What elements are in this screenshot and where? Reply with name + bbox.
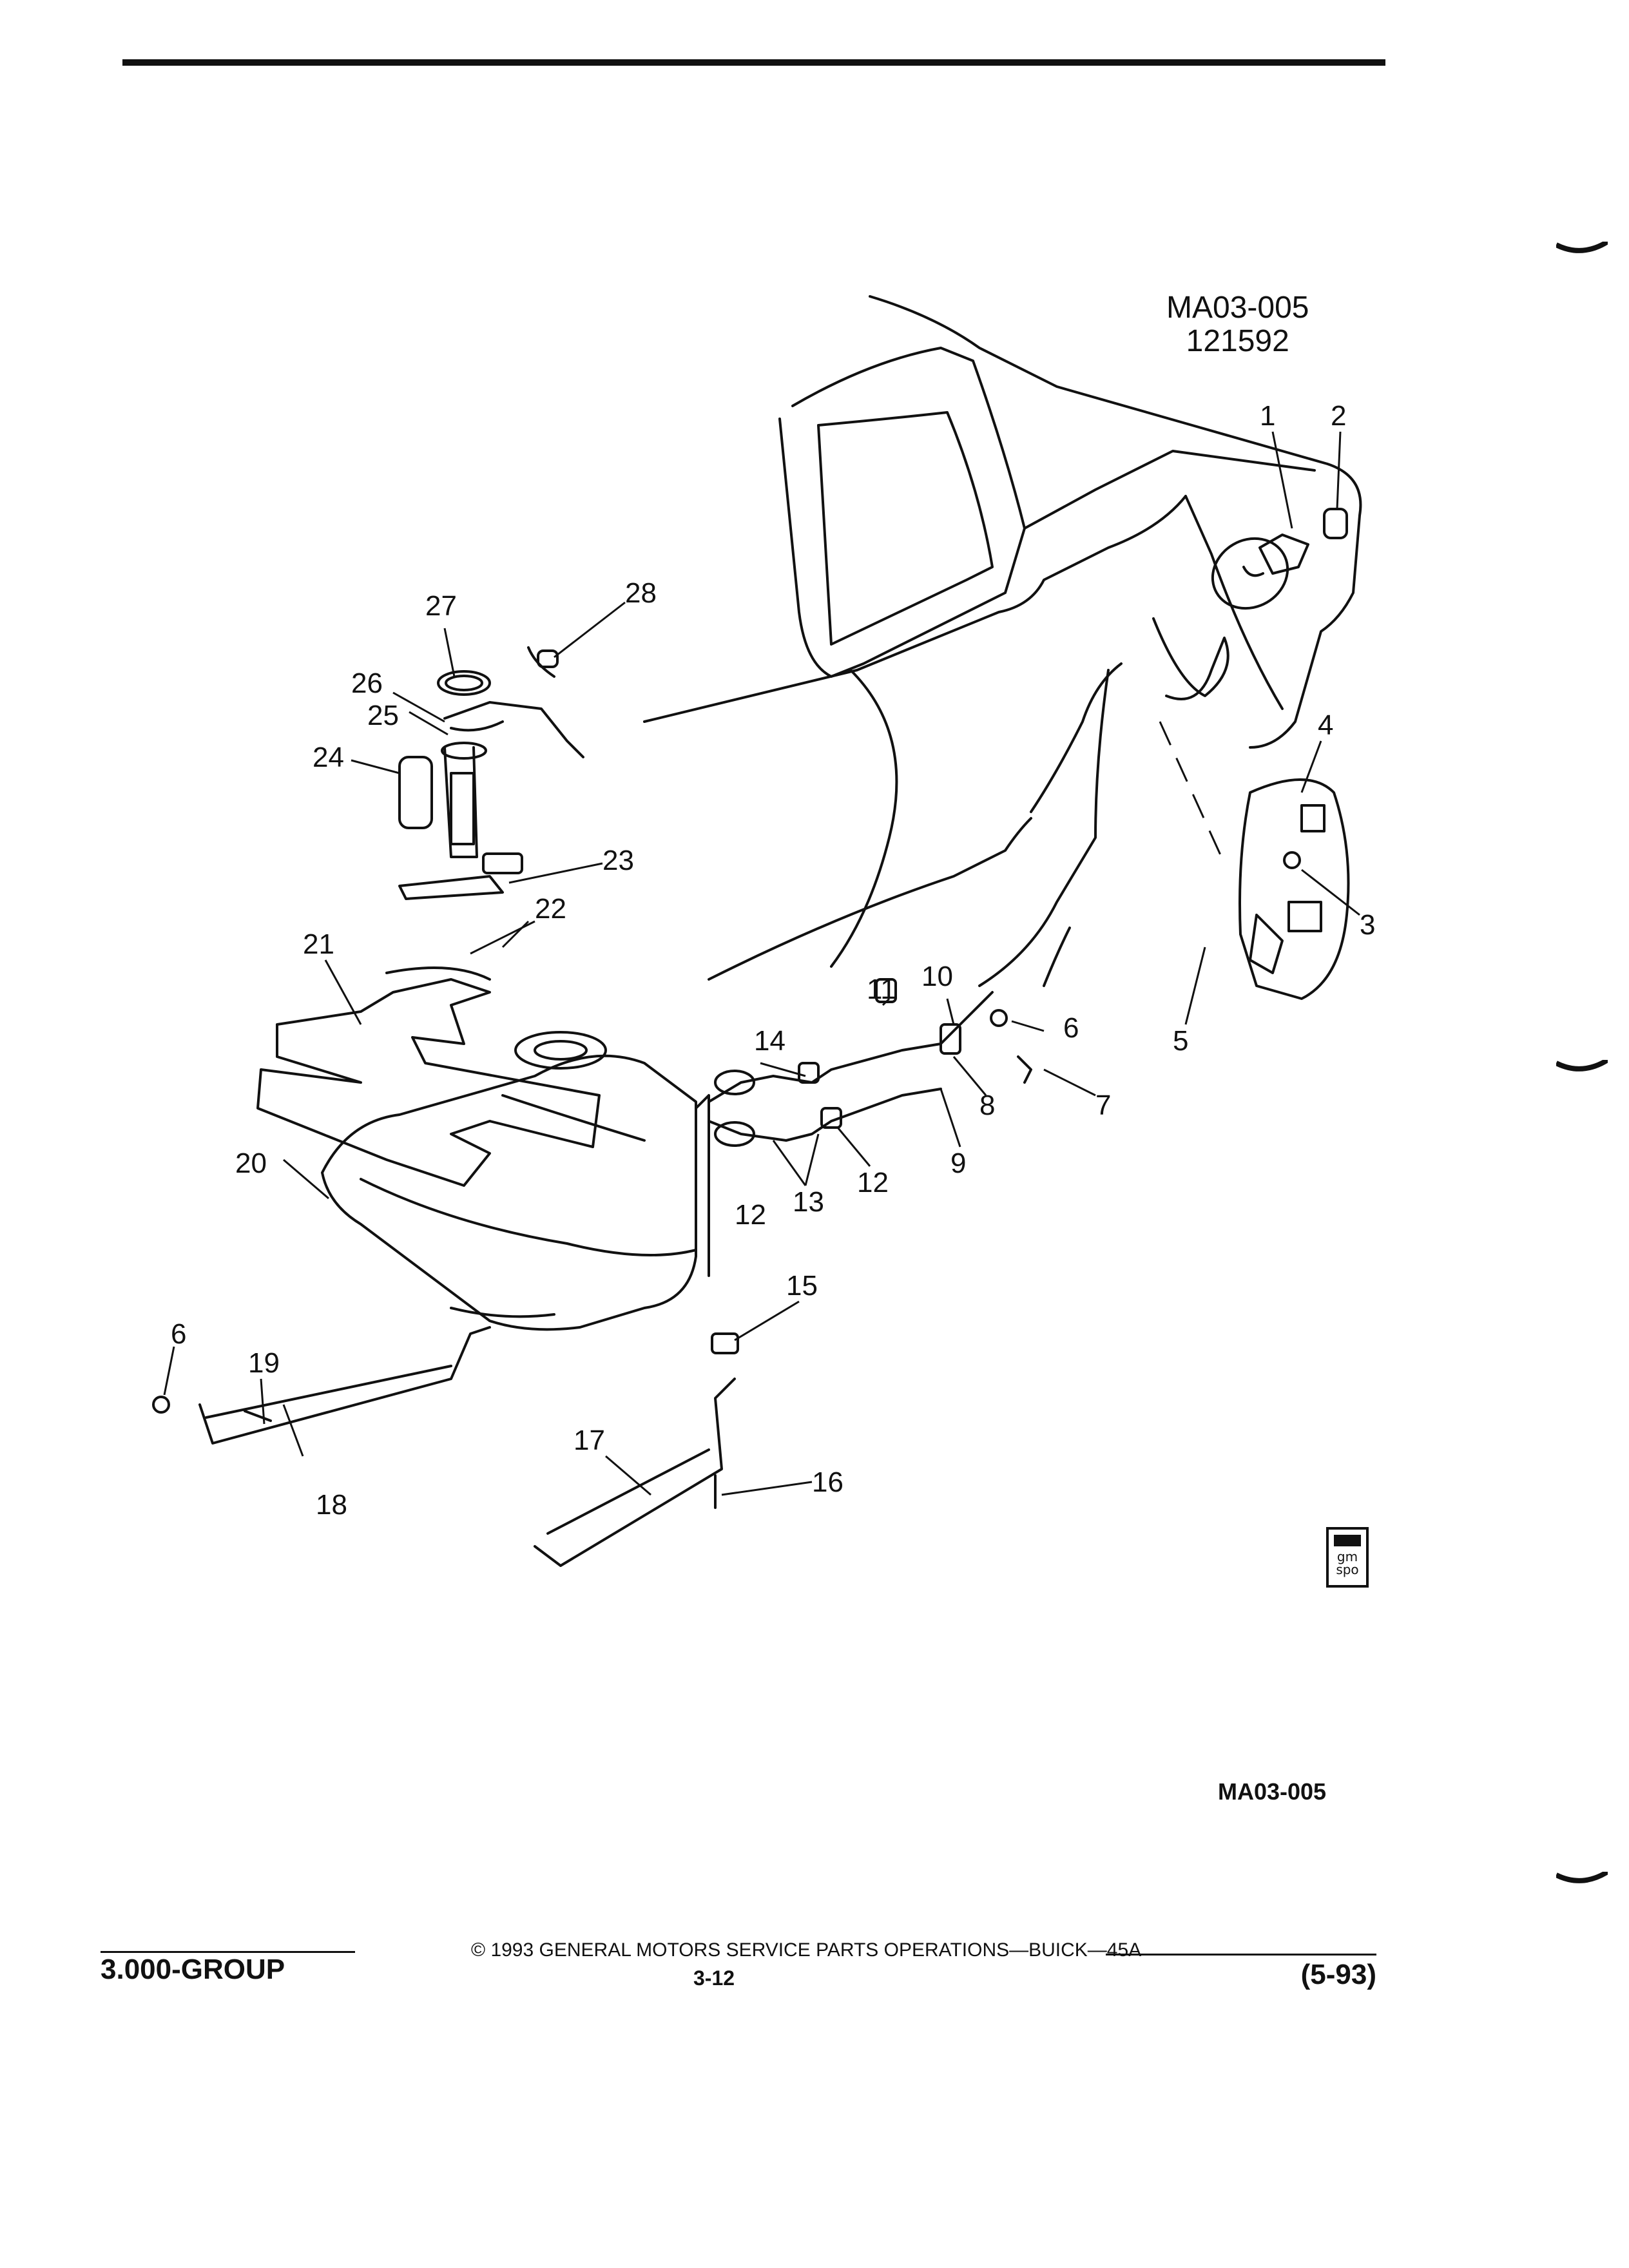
gm-spo-logo: gm spo bbox=[1326, 1527, 1369, 1588]
callout-6-left: 6 bbox=[171, 1318, 186, 1350]
callout-7: 7 bbox=[1095, 1090, 1111, 1121]
heat-shield bbox=[256, 966, 601, 1187]
top-rule bbox=[122, 59, 1385, 66]
callout-17: 17 bbox=[574, 1425, 605, 1456]
callout-20: 20 bbox=[235, 1148, 267, 1179]
callout-10: 10 bbox=[921, 961, 953, 992]
fuel-lines bbox=[708, 978, 1032, 1147]
callout-12-left: 12 bbox=[735, 1199, 766, 1231]
figure-id: MA03-005 bbox=[1166, 291, 1309, 325]
footer-page-number: 3-12 bbox=[693, 1966, 735, 1990]
callout-1: 1 bbox=[1260, 400, 1275, 432]
callout-4: 4 bbox=[1318, 709, 1333, 741]
tank-straps bbox=[152, 1326, 739, 1567]
binder-mark-1 bbox=[1556, 242, 1608, 253]
binder-mark-2 bbox=[1556, 1060, 1608, 1072]
callout-23: 23 bbox=[602, 845, 634, 876]
callout-15: 15 bbox=[786, 1270, 818, 1302]
leader-lines bbox=[163, 431, 1360, 1496]
callout-25: 25 bbox=[367, 700, 399, 731]
fender-panel bbox=[1239, 778, 1350, 1000]
callout-8: 8 bbox=[979, 1090, 995, 1121]
callout-12-right: 12 bbox=[857, 1167, 889, 1198]
callout-13: 13 bbox=[793, 1186, 824, 1218]
fuel-tank bbox=[321, 1031, 710, 1331]
bottom-figure-ref: MA03-005 bbox=[1218, 1778, 1327, 1805]
car-body-outline bbox=[643, 295, 1362, 987]
fuel-filler-parts bbox=[1242, 508, 1348, 577]
callout-19: 19 bbox=[248, 1347, 280, 1379]
callout-3: 3 bbox=[1360, 909, 1375, 941]
callout-labels: 1 2 3 4 5 6 7 8 9 10 11 12 12 13 14 15 1… bbox=[171, 400, 1375, 1521]
callout-14: 14 bbox=[754, 1025, 786, 1057]
figure-number: 121592 bbox=[1186, 324, 1289, 358]
callout-21: 21 bbox=[303, 928, 334, 960]
page-footer: © 1993 GENERAL MOTORS SERVICE PARTS OPER… bbox=[101, 1939, 1376, 1997]
footer-group: 3.000-GROUP bbox=[101, 1954, 285, 1985]
callout-9: 9 bbox=[950, 1148, 966, 1179]
binder-mark-3 bbox=[1556, 1872, 1608, 1883]
callout-11: 11 bbox=[867, 974, 896, 1005]
figure-id-block: MA03-005 121592 bbox=[1166, 291, 1309, 358]
gm-logo-text: gm spo bbox=[1336, 1549, 1359, 1577]
callout-26: 26 bbox=[351, 668, 383, 699]
callout-27: 27 bbox=[425, 590, 457, 622]
callout-16: 16 bbox=[812, 1466, 843, 1498]
callout-28: 28 bbox=[625, 577, 657, 609]
footer-rule-right bbox=[1106, 1954, 1376, 1956]
callout-18: 18 bbox=[316, 1489, 347, 1521]
callout-24: 24 bbox=[313, 742, 344, 773]
footer-rule-left bbox=[101, 1951, 355, 1953]
footer-copyright: © 1993 GENERAL MOTORS SERVICE PARTS OPER… bbox=[471, 1939, 1142, 1961]
callout-22: 22 bbox=[535, 893, 566, 925]
fuel-pump-assembly bbox=[398, 646, 584, 900]
footer-date: (5-93) bbox=[1300, 1959, 1376, 1990]
callout-5: 5 bbox=[1173, 1025, 1188, 1057]
callout-2: 2 bbox=[1331, 400, 1346, 432]
callout-6: 6 bbox=[1063, 1012, 1079, 1044]
